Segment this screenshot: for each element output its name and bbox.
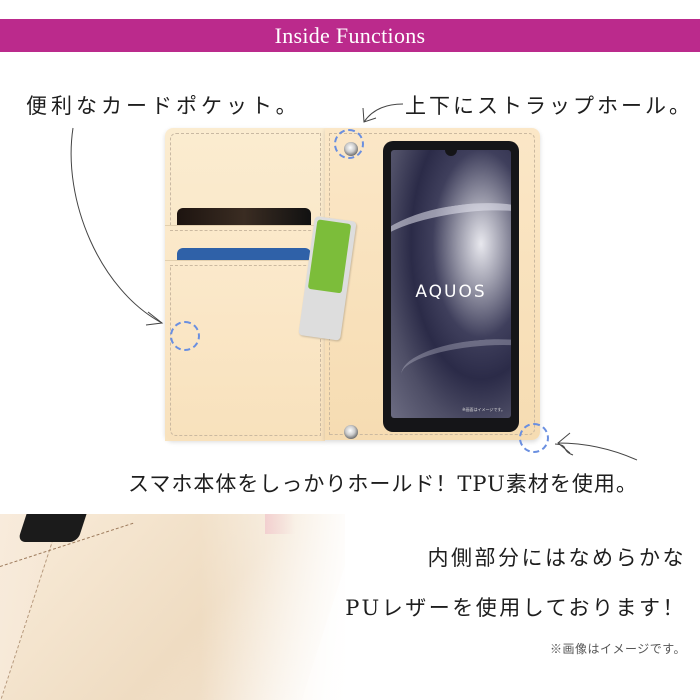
highlight-circle-tpu — [519, 423, 549, 453]
highlight-circle-pocket — [170, 321, 200, 351]
arrow-to-pocket-icon — [70, 127, 163, 324]
screen-note: ※画面はイメージです。 — [462, 407, 505, 412]
camera-notch — [445, 149, 457, 156]
black-card — [177, 208, 311, 228]
caption-card-pocket: 便利なカードポケット。 — [26, 94, 301, 118]
arrow-to-strap-icon — [363, 103, 404, 123]
wallet-case-image: AQUOS ※画面はイメージです。 — [165, 128, 540, 441]
blue-card — [177, 248, 311, 262]
pink-edge — [265, 514, 295, 534]
smartphone: AQUOS ※画面はイメージです。 — [383, 141, 519, 432]
caption-inner-line1: 内側部分にはなめらかな — [427, 546, 686, 570]
strap-hole-bottom-icon — [344, 425, 358, 439]
card-slot-2 — [165, 260, 325, 441]
caption-tpu-hold: スマホ本体をしっかりホールド！TPU素材を使用。 — [128, 472, 638, 496]
phone-brand-logo: AQUOS — [415, 282, 487, 302]
arrow-to-tpu-icon — [554, 443, 574, 456]
phone-screen: AQUOS ※画面はイメージです。 — [391, 150, 511, 418]
caption-inner-line2: PUレザーを使用しております！ — [345, 596, 686, 620]
banner-title: Inside Functions — [274, 22, 426, 48]
card-pocket-flap — [165, 128, 325, 441]
section-banner: Inside Functions — [0, 19, 700, 52]
image-disclaimer: ※画像はイメージです。 — [549, 642, 686, 656]
caption-strap-hole: 上下にストラップホール。 — [405, 94, 693, 118]
leather-closeup-image — [0, 514, 345, 700]
highlight-circle-strap — [334, 129, 364, 159]
black-card — [17, 514, 87, 542]
